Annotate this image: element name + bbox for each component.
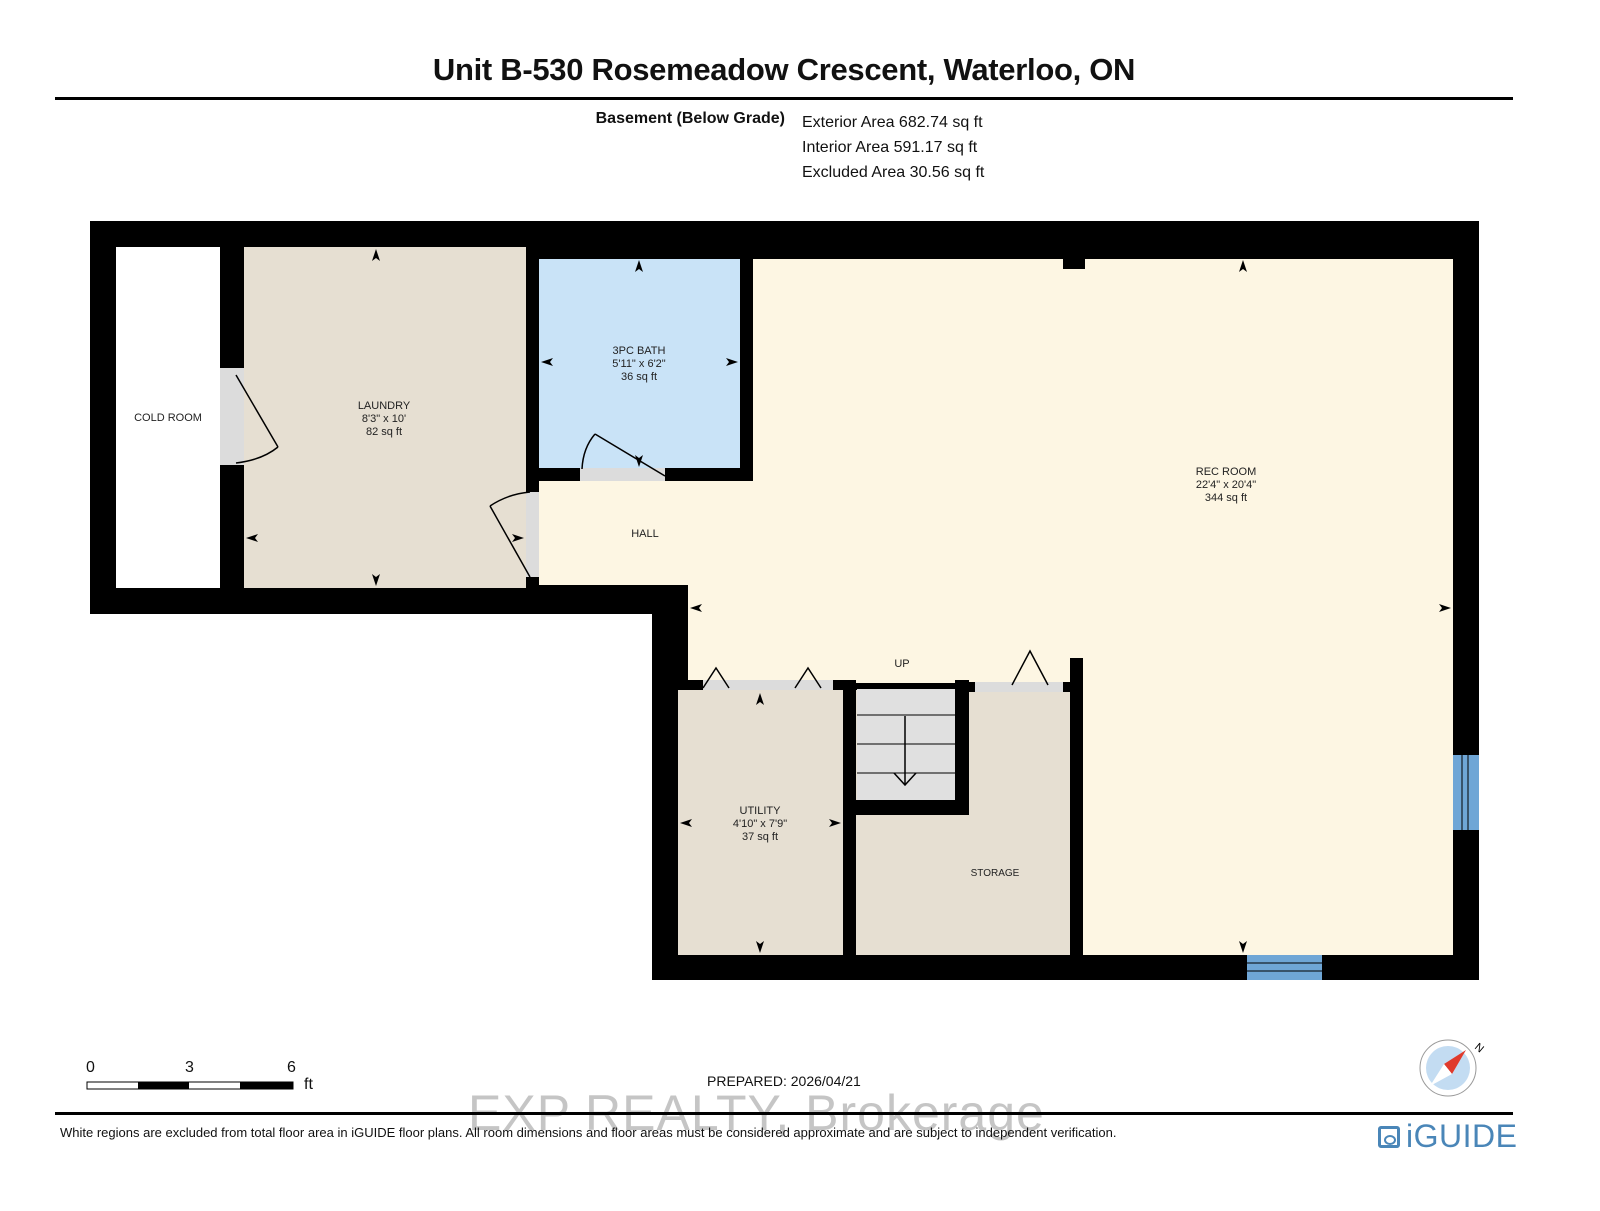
property-title: Unit B-530 Rosemeadow Crescent, Waterloo… — [432, 52, 1136, 87]
label-rec-room-area: 344 sq ft — [1205, 492, 1247, 504]
scale-tick-0: 0 — [86, 1059, 95, 1076]
label-storage: STORAGE — [971, 868, 1020, 879]
compass-north-label: N — [1472, 1041, 1486, 1055]
room-rec-room[interactable] — [539, 259, 1453, 955]
prepared-date: PREPARED: 2026/04/21 — [707, 1073, 861, 1089]
iguide-brand-text: iGUIDE — [1406, 1118, 1518, 1154]
label-laundry-dims: 8'3" x 10' — [362, 413, 406, 425]
door-swings — [235, 374, 1049, 689]
room-laundry[interactable] — [244, 247, 526, 588]
header-divider — [55, 97, 1513, 100]
label-bath: 3PC BATH — [613, 345, 666, 357]
scale-tick-6: 6 — [287, 1059, 296, 1076]
label-rec-room-dims: 22'4" x 20'4" — [1196, 479, 1256, 491]
label-utility-dims: 4'10" x 7'9" — [733, 818, 787, 830]
label-bath-area: 36 sq ft — [621, 371, 657, 383]
label-laundry-area: 82 sq ft — [366, 426, 402, 438]
scale-unit: ft — [304, 1076, 313, 1093]
label-hall: HALL — [631, 528, 659, 540]
iguide-logo: iGUIDE — [1378, 1118, 1517, 1155]
area-summary: Exterior Area 682.74 sq ft Interior Area… — [802, 110, 984, 185]
label-bath-dims: 5'11" x 6'2" — [612, 358, 665, 370]
room-bath[interactable] — [539, 259, 740, 468]
iguide-camera-icon — [1378, 1125, 1400, 1148]
scale-tick-3: 3 — [185, 1059, 194, 1076]
door-openings — [220, 368, 1063, 692]
window-south — [1247, 955, 1322, 980]
excluded-area: Excluded Area 30.56 sq ft — [802, 164, 985, 181]
label-utility-area: 37 sq ft — [742, 831, 778, 843]
footer-divider — [55, 1112, 1513, 1115]
label-laundry: LAUNDRY — [358, 400, 411, 412]
disclaimer: White regions are excluded from total fl… — [60, 1125, 1117, 1140]
room-cold-room[interactable] — [116, 247, 220, 588]
window-east — [1453, 755, 1479, 830]
label-cold-room: COLD ROOM — [134, 412, 202, 424]
label-stairs-up: UP — [894, 658, 909, 670]
label-utility: UTILITY — [740, 805, 782, 817]
compass-icon: N — [1419, 1039, 1486, 1097]
windows — [1247, 755, 1479, 980]
interior-area: Interior Area 591.17 sq ft — [802, 139, 978, 156]
stairs[interactable] — [857, 689, 955, 800]
level-label: Basement (Below Grade) — [595, 110, 785, 127]
room-labels: COLD ROOM LAUNDRY 8'3" x 10' 82 sq ft 3P… — [134, 345, 1256, 879]
scale-bar — [86, 1081, 294, 1090]
label-rec-room: REC ROOM — [1196, 466, 1257, 478]
room-utility[interactable] — [678, 690, 843, 955]
exterior-area: Exterior Area 682.74 sq ft — [802, 114, 983, 131]
